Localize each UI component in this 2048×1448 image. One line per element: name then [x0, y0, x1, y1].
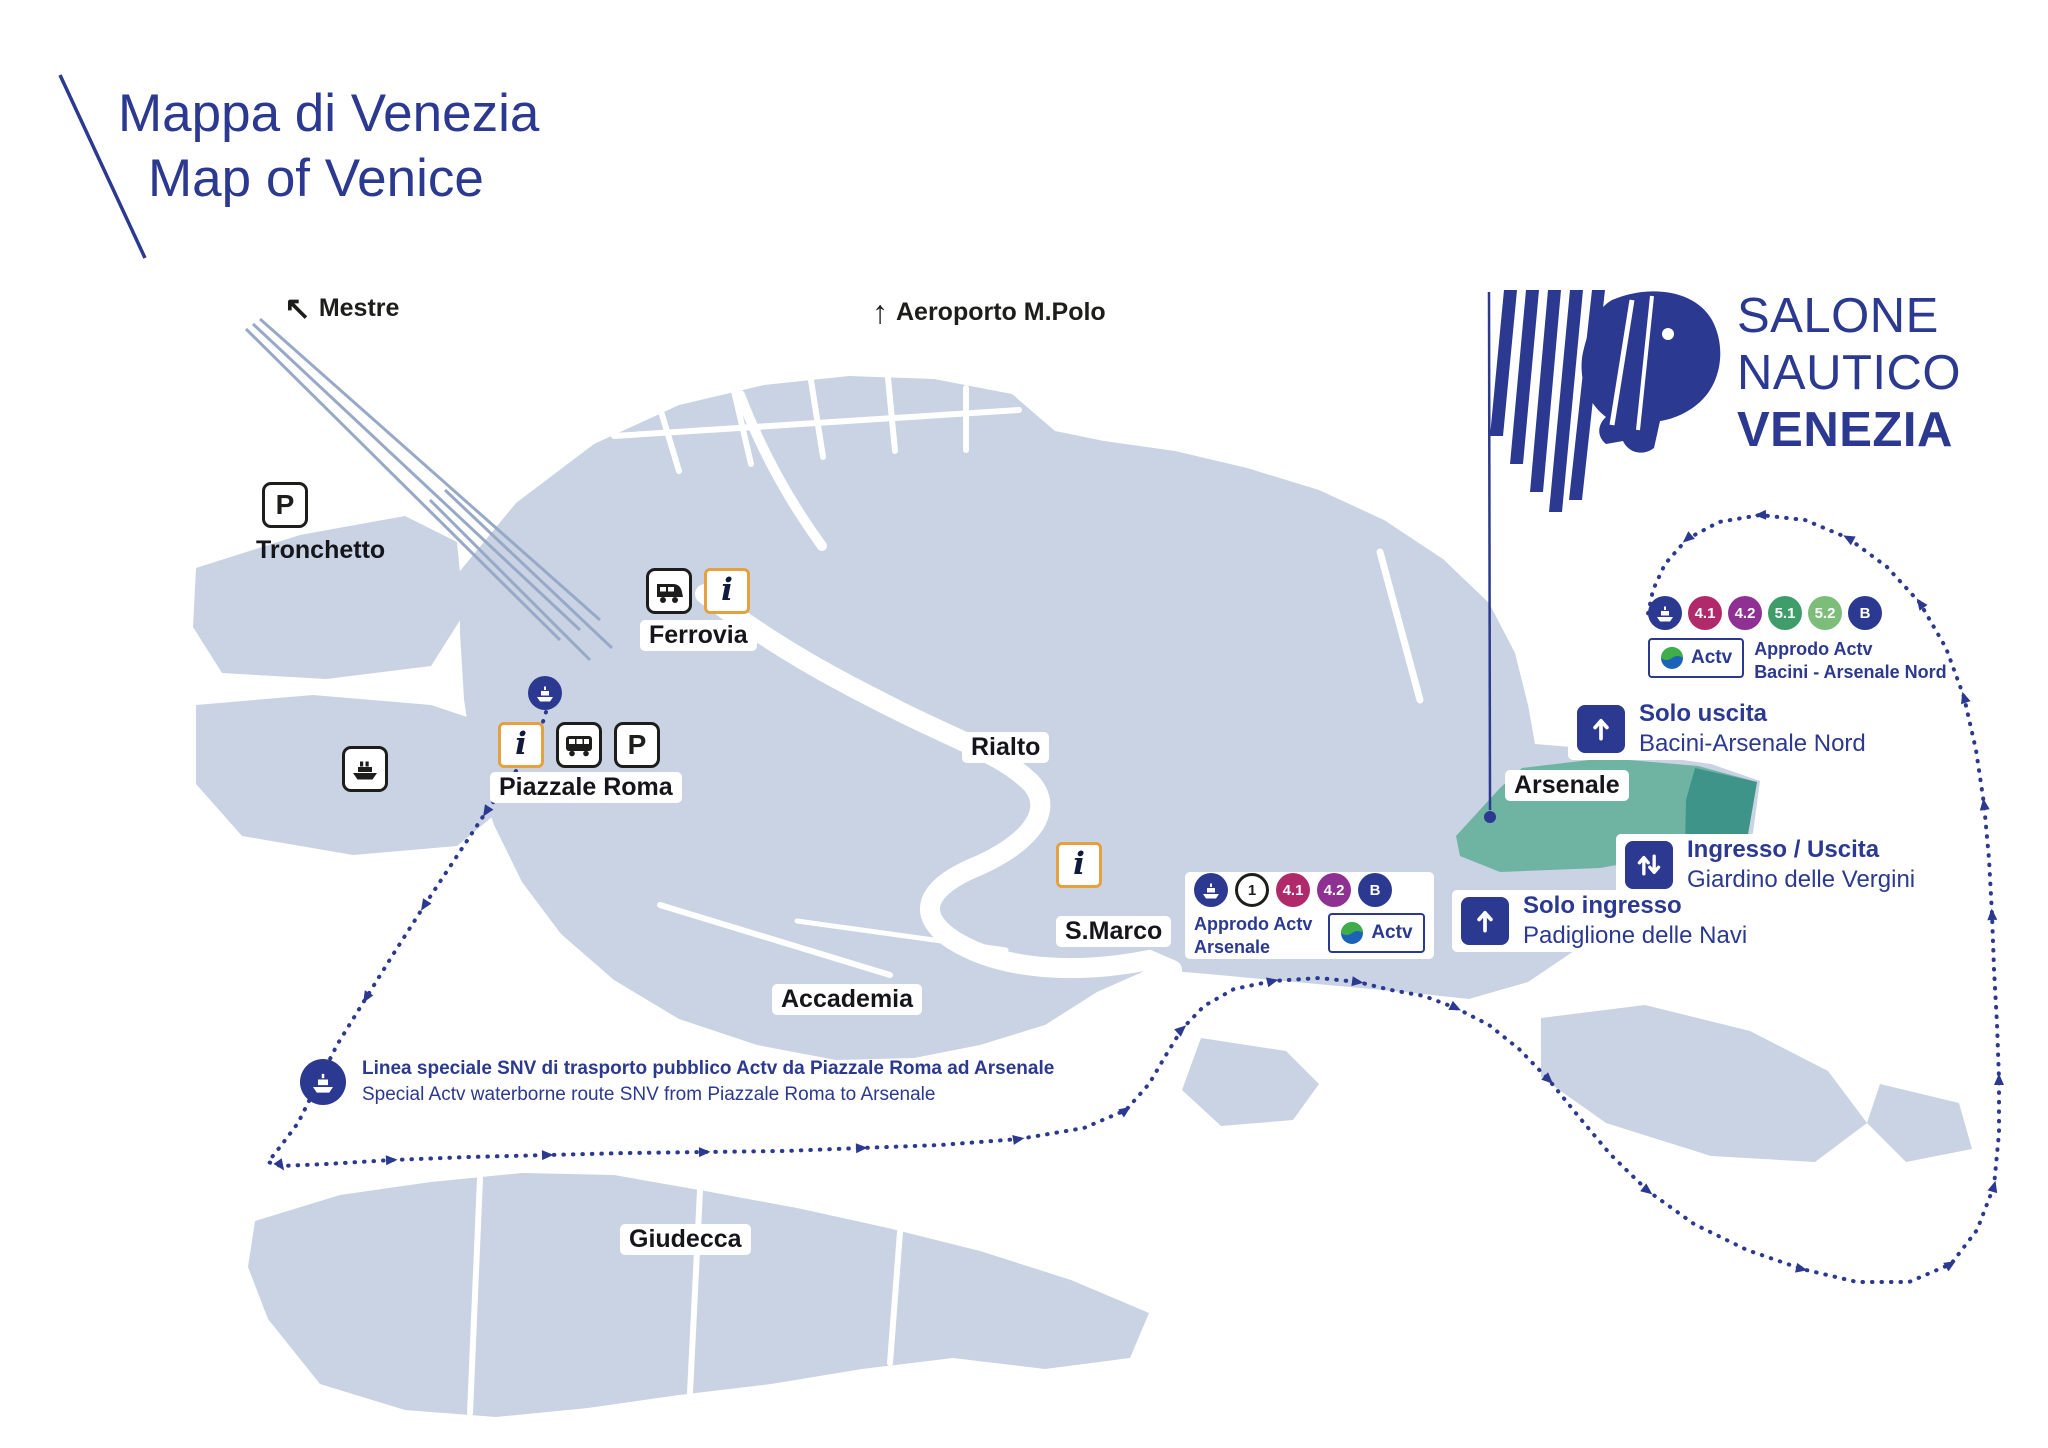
- stop-arsenale: 1 4.1 4.2 B Approdo Actv Arsenale Actv: [1185, 872, 1434, 959]
- actv-logo: Actv: [1648, 638, 1745, 678]
- vaporetto-glyph: [313, 1073, 333, 1093]
- gate-ingresso-uscita: Ingresso / Uscita Giardino delle Vergini: [1616, 834, 1925, 896]
- train-glyph: [657, 584, 683, 603]
- bus-terminal-icon: [556, 722, 602, 768]
- info-icon: i: [1056, 842, 1102, 888]
- parking-icon: P: [614, 722, 660, 768]
- label-rialto: Rialto: [962, 732, 1050, 763]
- vaporetto-glyph: [1657, 606, 1673, 622]
- page-title-line2: Map of Venice: [148, 148, 484, 208]
- train-station-icon: [646, 568, 692, 614]
- label-ferrovia: Ferrovia: [640, 620, 757, 651]
- bus-glyph: [566, 736, 592, 757]
- title-slash: [58, 74, 147, 259]
- up-arrow-glyph: [1593, 719, 1609, 741]
- line-badge-5-2: 5.2: [1808, 596, 1842, 630]
- direction-mestre: ↖ Mestre: [284, 290, 400, 326]
- stop-bacini-labels: Approdo Actv Bacini - Arsenale Nord: [1754, 639, 1947, 682]
- direction-airport: ↑ Aeroporto M.Polo: [872, 294, 1106, 330]
- line-badge-4-2: 4.2: [1317, 873, 1351, 907]
- line-badge-b: B: [1358, 873, 1392, 907]
- line-badge-5-1: 5.1: [1768, 596, 1802, 630]
- entry-arrow-icon: [1461, 897, 1509, 945]
- label-arsenale: Arsenale: [1505, 770, 1629, 801]
- line-badge-1: 1: [1235, 873, 1269, 907]
- vaporetto-stop-icon: [1648, 596, 1682, 630]
- route-legend: Linea speciale SNV di trasporto pubblico…: [300, 1056, 1054, 1107]
- page-title-line1: Mappa di Venezia: [118, 84, 540, 143]
- up-arrow-icon: ↑: [872, 294, 888, 330]
- two-way-arrows-icon: [1625, 841, 1673, 889]
- salone-nautico-lion-icon: [1490, 290, 1721, 512]
- line-badge-b: B: [1848, 596, 1882, 630]
- line-badge-4-1: 4.1: [1688, 596, 1722, 630]
- ship-glyph: [353, 761, 377, 780]
- actv-wave-icon: [1341, 922, 1364, 944]
- label-piazzale-roma: Piazzale Roma: [490, 772, 682, 803]
- vaporetto-stop-icon: [300, 1058, 346, 1105]
- label-san-marco: S.Marco: [1056, 916, 1172, 947]
- northwest-arrow-icon: ↖: [284, 290, 311, 326]
- exit-arrow-icon: [1577, 705, 1625, 753]
- vaporetto-glyph: [1203, 883, 1219, 899]
- actv-wave-icon: [1661, 647, 1683, 669]
- info-icon: i: [498, 722, 544, 768]
- up-arrow-glyph: [1477, 911, 1493, 933]
- salone-nautico-wordmark: SALONE NAUTICO VENEZIA: [1737, 289, 1961, 457]
- vaporetto-glyph: [537, 686, 553, 702]
- stop-bacini: 4.1 4.2 5.1 5.2 B Actv Approdo Actv Baci…: [1648, 596, 1947, 683]
- vaporetto-stop-icon: [1194, 873, 1228, 907]
- label-tronchetto: Tronchetto: [256, 536, 386, 564]
- label-accademia: Accademia: [772, 984, 923, 1015]
- logo-leader-line: [1484, 291, 1496, 823]
- gate-solo-ingresso: Solo ingresso Padiglione delle Navi: [1452, 890, 1757, 952]
- up-down-arrows-glyph: [1637, 854, 1661, 876]
- vaporetto-stop-icon: [528, 676, 562, 710]
- info-icon: i: [704, 568, 750, 614]
- label-giudecca: Giudecca: [620, 1224, 751, 1255]
- page-title: Mappa di Venezia Map of Venice: [118, 82, 539, 211]
- line-badge-4-2: 4.2: [1728, 596, 1762, 630]
- gate-solo-uscita: Solo uscita Bacini-Arsenale Nord: [1568, 698, 1875, 760]
- line-badge-4-1: 4.1: [1276, 873, 1310, 907]
- stop-arsenale-labels: Approdo Actv Arsenale: [1194, 914, 1313, 957]
- cruise-ship-icon: [342, 746, 388, 792]
- parking-icon: P: [262, 482, 308, 528]
- actv-logo: Actv: [1328, 913, 1425, 953]
